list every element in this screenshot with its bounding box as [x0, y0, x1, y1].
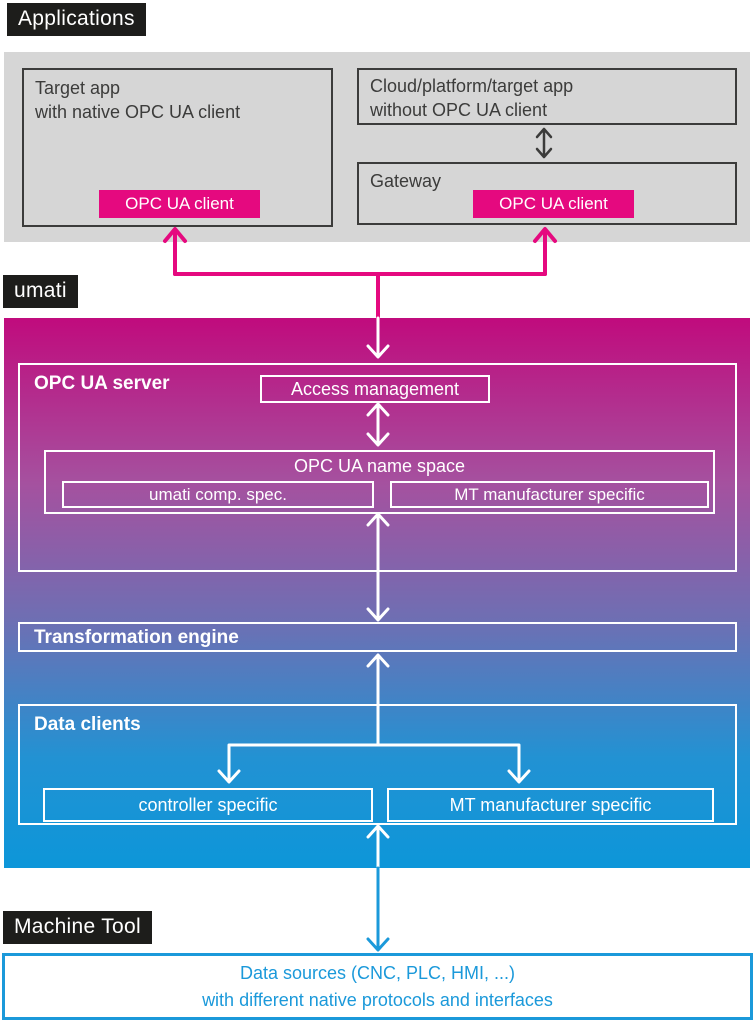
- machine-tool-section-label: Machine Tool: [3, 911, 152, 944]
- umati-comp-spec-box: umati comp. spec.: [62, 481, 374, 508]
- target-app-box: Target app with native OPC UA client OPC…: [22, 68, 333, 227]
- target-app-line1: Target app: [35, 78, 121, 98]
- cloud-app-line2: without OPC UA client: [370, 99, 548, 120]
- opc-ua-namespace-title: OPC UA name space: [293, 455, 466, 476]
- controller-specific-box: controller specific: [43, 788, 373, 822]
- data-clients-title: Data clients: [34, 714, 141, 735]
- cloud-app-box: Cloud/platform/target app without OPC UA…: [357, 68, 737, 125]
- opc-ua-namespace-box: OPC UA name space umati comp. spec. MT m…: [44, 450, 715, 514]
- gateway-title: Gateway: [370, 171, 442, 191]
- data-sources-line1: Data sources (CNC, PLC, HMI, ...): [239, 962, 516, 983]
- data-sources-line2: with different native protocols and inte…: [202, 989, 553, 1010]
- opc-ua-client-badge-gateway: OPC UA client: [473, 190, 634, 218]
- access-management-box: Access management: [260, 375, 490, 403]
- mt-manufacturer-specific-dc-box: MT manufacturer specific: [387, 788, 714, 822]
- arrow-down-to-data-sources-icon: [366, 866, 390, 952]
- transformation-engine-bar: Transformation engine: [18, 622, 737, 652]
- gateway-box: Gateway OPC UA client: [357, 162, 737, 225]
- opc-ua-client-badge-target: OPC UA client: [99, 190, 260, 218]
- data-sources-box: Data sources (CNC, PLC, HMI, ...) with d…: [2, 953, 753, 1020]
- umati-section-label: umati: [3, 275, 78, 308]
- target-app-line2: with native OPC UA client: [35, 101, 241, 122]
- mt-manufacturer-specific-ns-box: MT manufacturer specific: [390, 481, 709, 508]
- applications-section-label: Applications: [7, 3, 146, 36]
- cloud-app-line1: Cloud/platform/target app: [370, 76, 574, 96]
- transformation-engine-title: Transformation engine: [34, 627, 239, 648]
- opc-ua-server-box: OPC UA server Access management OPC UA n…: [18, 363, 737, 572]
- opc-ua-server-title: OPC UA server: [34, 373, 170, 394]
- umati-stack-panel: OPC UA server Access management OPC UA n…: [4, 318, 750, 868]
- magenta-connector-icon: [163, 227, 557, 321]
- data-clients-box: Data clients controller specific MT manu…: [18, 704, 737, 825]
- applications-panel: Target app with native OPC UA client OPC…: [4, 52, 750, 242]
